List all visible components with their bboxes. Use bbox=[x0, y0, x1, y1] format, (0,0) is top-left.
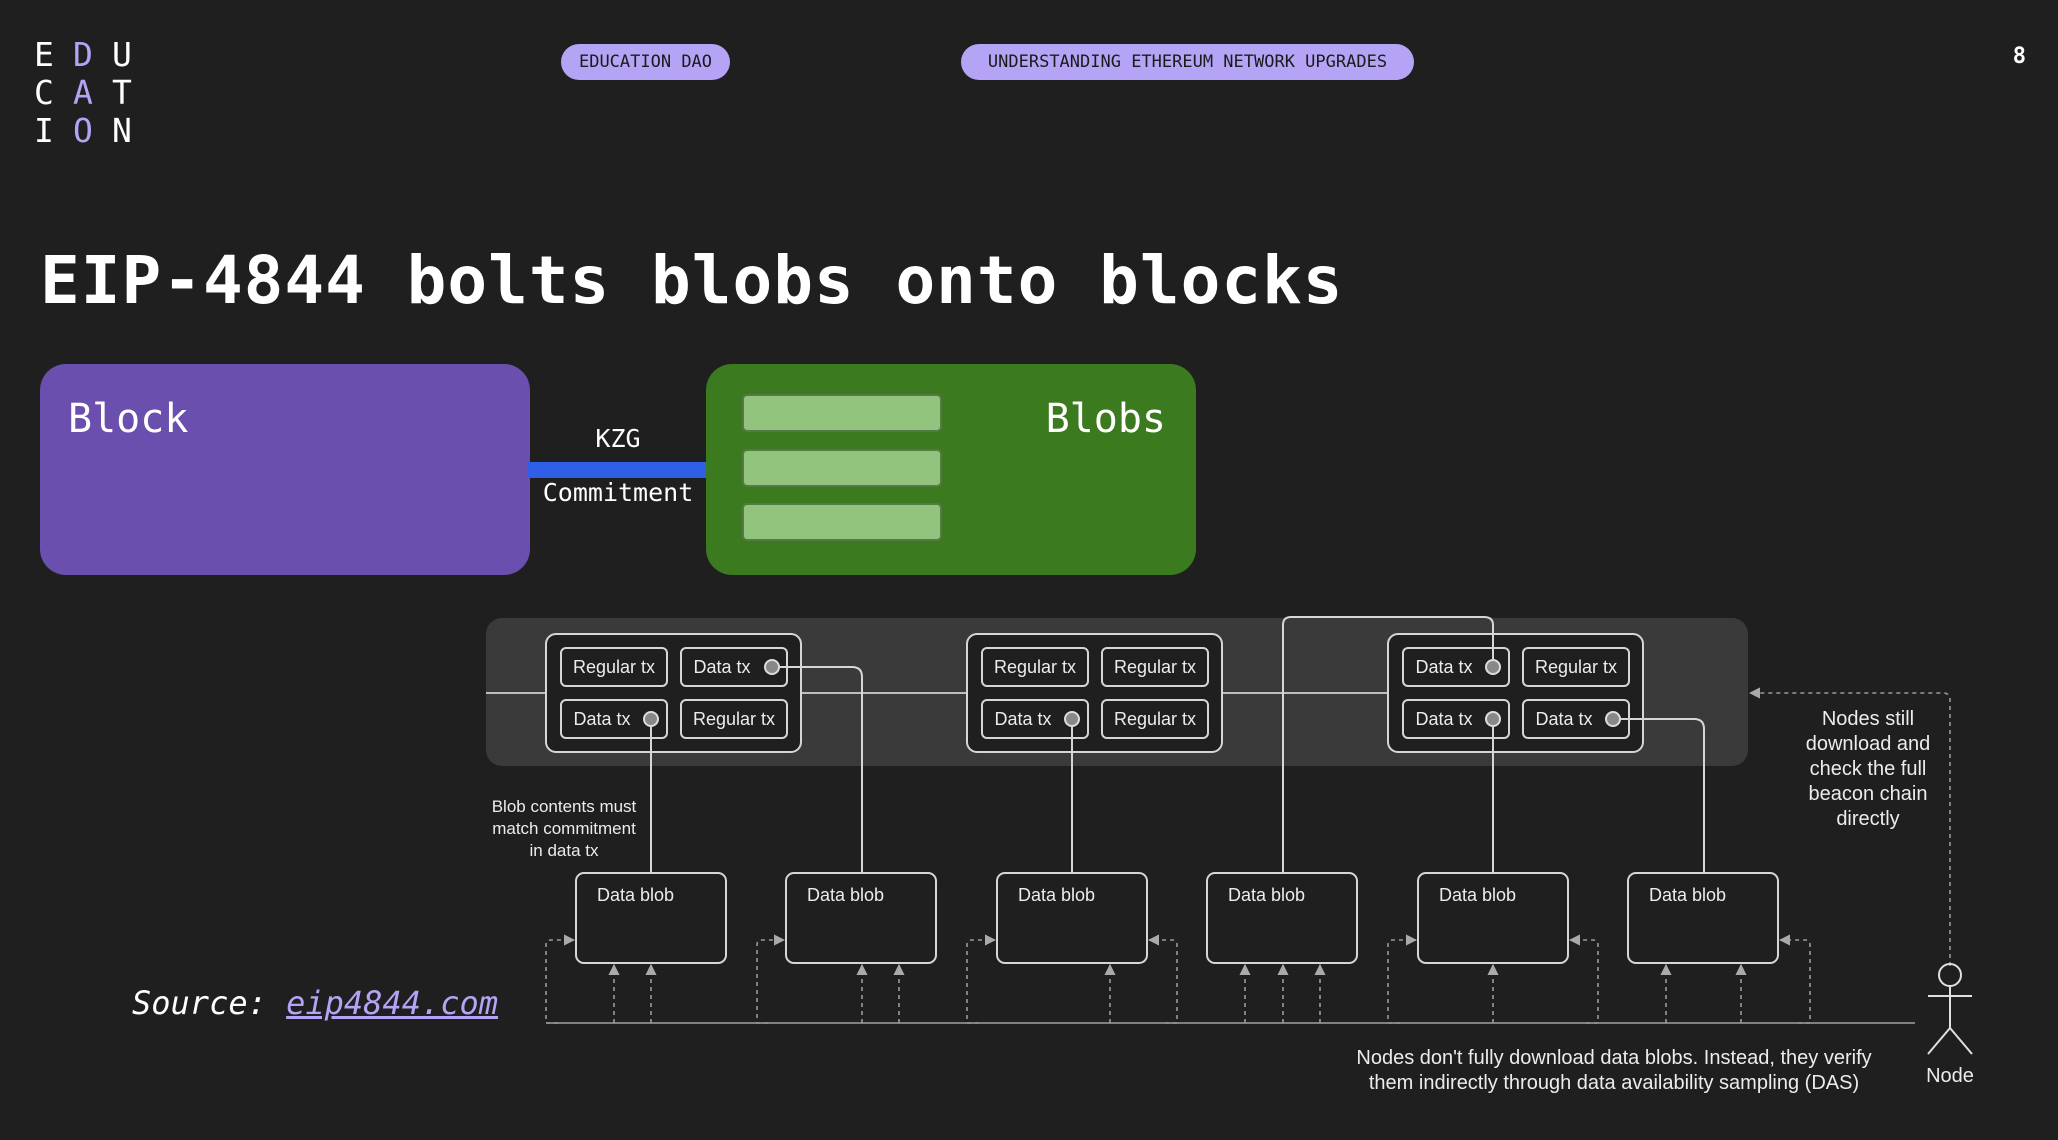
logo-row-2: C A T bbox=[34, 74, 151, 112]
node-label: Node bbox=[1926, 1065, 1974, 1087]
tx-label: Data tx bbox=[1535, 709, 1592, 729]
block-label: Block bbox=[68, 396, 189, 442]
tx-label: Regular tx bbox=[693, 709, 775, 729]
das-annotation: Nodes don't fully download data blobs. I… bbox=[1356, 1047, 1871, 1094]
chain-block-2: Regular tx Regular tx Data tx Regular tx bbox=[966, 633, 1223, 753]
nodes-annotation: Nodes still download and check the full … bbox=[1806, 708, 1931, 830]
logo-letter: I bbox=[34, 111, 54, 150]
chain-block-1: Regular tx Data tx Data tx Regular tx bbox=[545, 633, 802, 753]
chain-block-3: Data tx Regular tx Data tx Data tx bbox=[1387, 633, 1644, 753]
tx-label: Data tx bbox=[1415, 657, 1472, 677]
header-pill-org: EDUCATION DAO bbox=[561, 44, 730, 80]
header-pill-series: UNDERSTANDING ETHEREUM NETWORK UPGRADES bbox=[961, 44, 1414, 80]
blobs-box: Blobs bbox=[706, 364, 1196, 575]
data-blob-4: Data blob bbox=[1206, 872, 1358, 964]
logo-letter: O bbox=[73, 111, 93, 150]
annotation-line: Nodes don't fully download data blobs. I… bbox=[1356, 1047, 1871, 1069]
data-blob-1: Data blob bbox=[575, 872, 727, 964]
commitment-label: Commitment bbox=[542, 478, 694, 507]
logo-letter: A bbox=[73, 73, 93, 112]
annotation-line: directly bbox=[1836, 808, 1899, 830]
annotation-line: Blob contents must bbox=[492, 797, 637, 816]
data-blob-label: Data blob bbox=[597, 885, 674, 905]
blob-bar bbox=[742, 394, 942, 432]
data-blob-label: Data blob bbox=[1228, 885, 1305, 905]
kzg-commitment-connector bbox=[528, 462, 708, 478]
tx-label: Regular tx bbox=[1114, 709, 1196, 729]
annotation-line: download and bbox=[1806, 733, 1931, 755]
data-blob-label: Data blob bbox=[807, 885, 884, 905]
logo-letter: D bbox=[73, 35, 93, 74]
data-blob-3: Data blob bbox=[996, 872, 1148, 964]
logo-letter: T bbox=[112, 73, 132, 112]
logo-letter: U bbox=[112, 35, 132, 74]
tx-label: Regular tx bbox=[1114, 657, 1196, 677]
node-icon bbox=[1927, 963, 1973, 1055]
blobs-label: Blobs bbox=[1045, 396, 1166, 442]
tx-label: Regular tx bbox=[1535, 657, 1617, 677]
das-sampling-paths bbox=[545, 687, 1951, 1024]
logo-letter: E bbox=[34, 35, 54, 74]
tx-label: Data tx bbox=[994, 709, 1051, 729]
annotation-line: check the full bbox=[1810, 758, 1927, 780]
tx-label: Data tx bbox=[1415, 709, 1472, 729]
source-link[interactable]: eip4844.com bbox=[286, 984, 499, 1022]
slide-title: EIP-4844 bolts blobs onto blocks bbox=[40, 242, 1344, 319]
logo-letter: C bbox=[34, 73, 54, 112]
data-blob-6: Data blob bbox=[1627, 872, 1779, 964]
annotation-line: match commitment bbox=[492, 819, 636, 838]
data-blob-label: Data blob bbox=[1439, 885, 1516, 905]
source-credit: Source: eip4844.com bbox=[132, 984, 498, 1022]
data-blob-label: Data blob bbox=[1649, 885, 1726, 905]
logo-letter: N bbox=[112, 111, 132, 150]
data-blob-5: Data blob bbox=[1417, 872, 1569, 964]
commitment-links bbox=[650, 616, 1705, 873]
blob-bar bbox=[742, 503, 942, 541]
commitment-annotation: Blob contents must match commitment in d… bbox=[492, 797, 637, 860]
blob-bar bbox=[742, 449, 942, 487]
education-dao-logo: E D U C A T I O N bbox=[34, 36, 151, 150]
annotation-line: in data tx bbox=[530, 841, 599, 860]
annotation-line: Nodes still bbox=[1822, 708, 1914, 730]
annotation-line: beacon chain bbox=[1809, 783, 1928, 805]
kzg-label: KZG bbox=[595, 424, 641, 453]
data-blob-label: Data blob bbox=[1018, 885, 1095, 905]
data-blob-2: Data blob bbox=[785, 872, 937, 964]
annotation-line: them indirectly through data availabilit… bbox=[1369, 1072, 1859, 1094]
source-label: Source: bbox=[132, 984, 287, 1022]
tx-label: Data tx bbox=[573, 709, 630, 729]
page-number: 8 bbox=[2012, 44, 2026, 69]
logo-row-3: I O N bbox=[34, 112, 151, 150]
tx-label: Regular tx bbox=[994, 657, 1076, 677]
tx-label: Data tx bbox=[693, 657, 750, 677]
block-box: Block bbox=[40, 364, 530, 575]
tx-label: Regular tx bbox=[573, 657, 655, 677]
logo-row-1: E D U bbox=[34, 36, 151, 74]
